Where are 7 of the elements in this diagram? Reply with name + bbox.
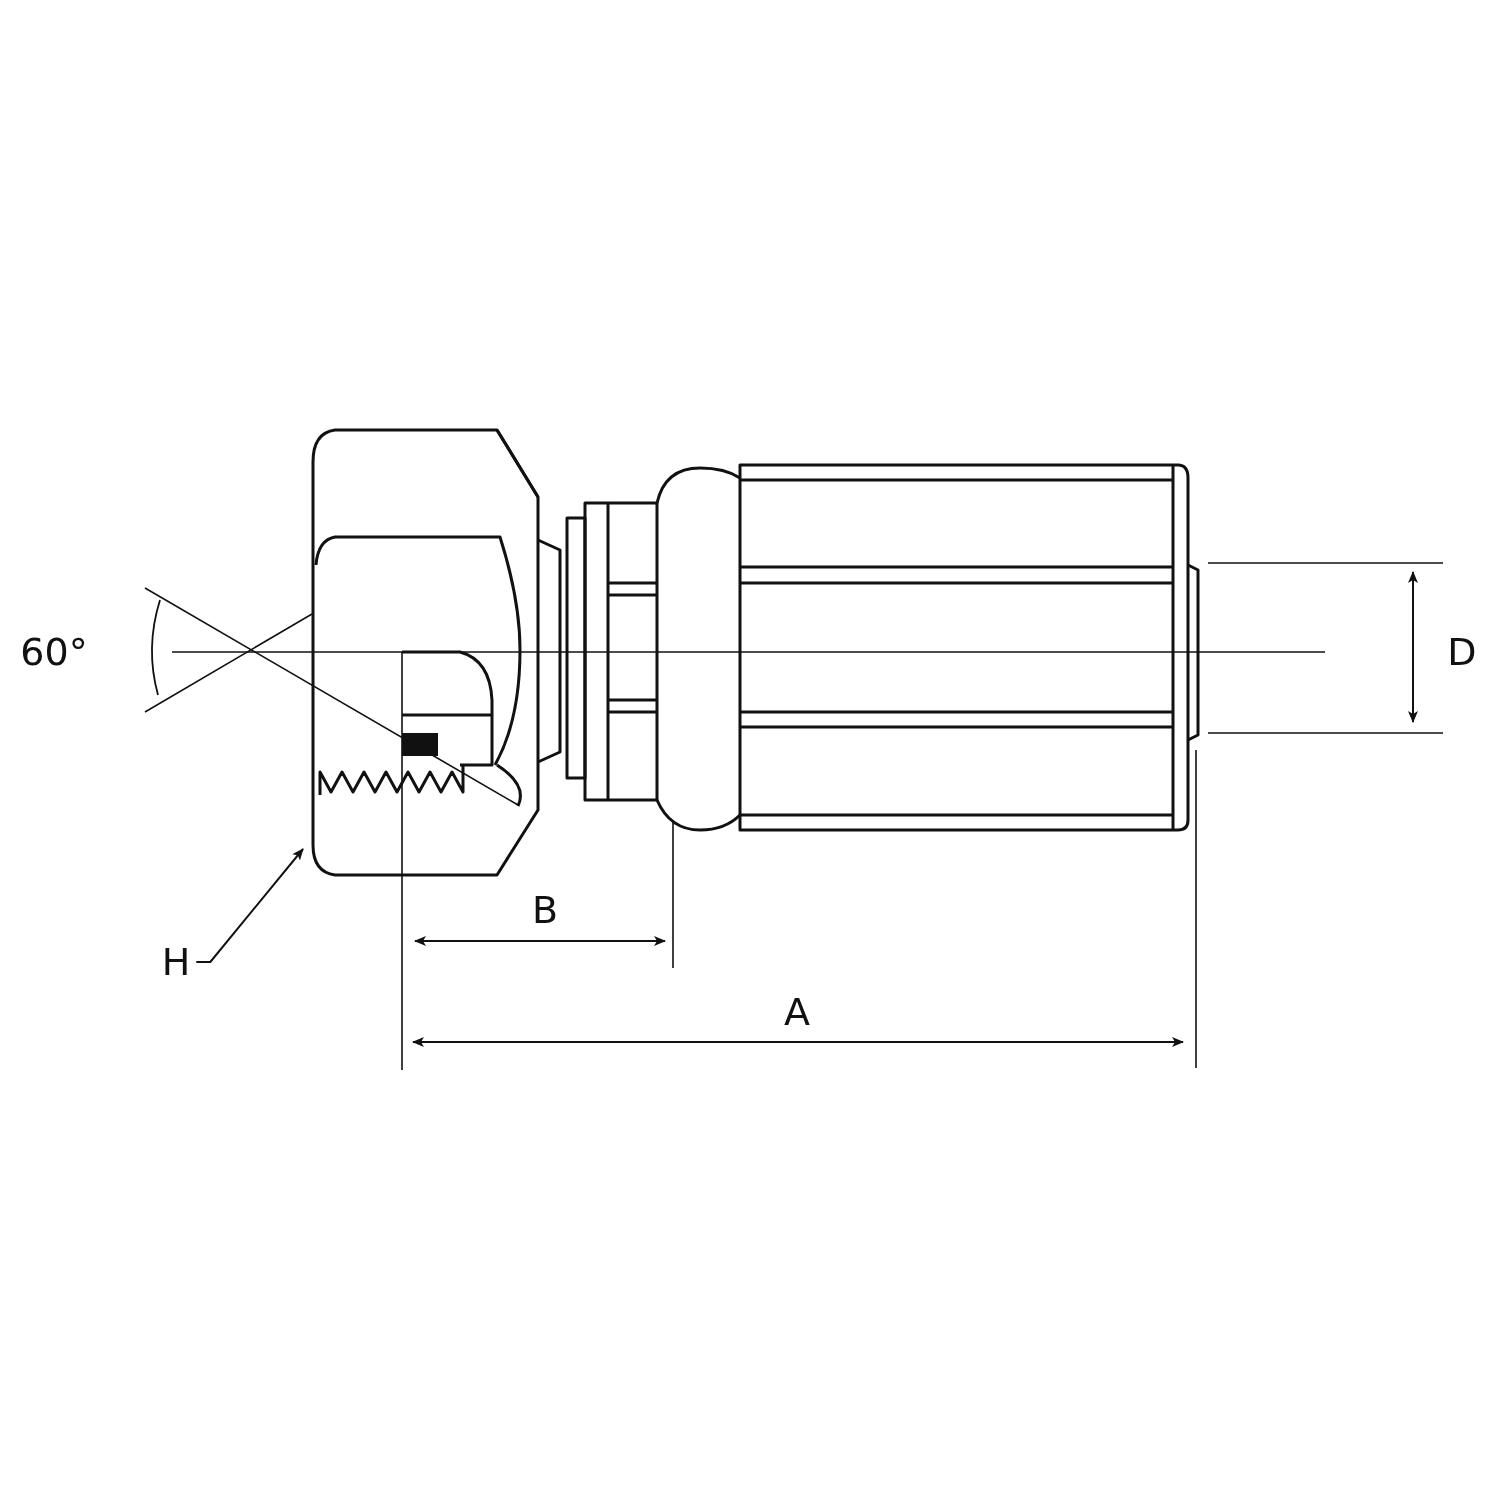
hose-fitting-drawing: [311, 428, 1200, 877]
dimension-label: D: [1447, 633, 1477, 671]
angle-label: 60°: [20, 633, 88, 671]
callout-letter: H: [161, 943, 191, 981]
leader-line: [195, 848, 304, 963]
dimension-label: A: [784, 993, 810, 1031]
dimension-label: B: [531, 891, 559, 929]
